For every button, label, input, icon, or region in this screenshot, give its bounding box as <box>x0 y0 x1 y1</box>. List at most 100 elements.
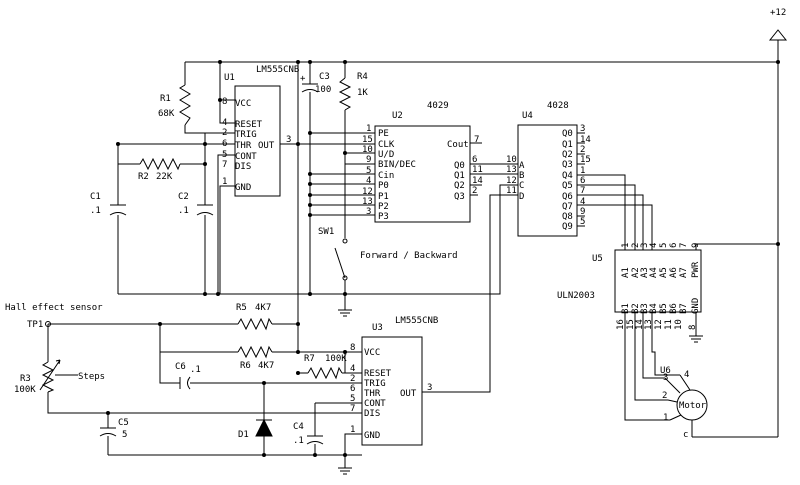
u1-pin-num: 5 <box>222 150 227 160</box>
u5-pin-name: B2 <box>631 303 641 314</box>
u5-pin-num: 4 <box>649 243 659 248</box>
u5-pin-name: A6 <box>669 267 679 278</box>
u4-pin-name: D <box>519 192 524 202</box>
junction <box>343 151 347 155</box>
u2-pin-num: 1 <box>366 124 371 134</box>
junction <box>308 203 312 207</box>
ground-symbols <box>338 309 703 475</box>
u2-pin-name: CLK <box>378 140 395 150</box>
r5-value: 4K7 <box>255 303 271 313</box>
u5-pin-num: 9 <box>691 243 701 248</box>
c4-value: .1 <box>293 436 304 446</box>
junction <box>296 142 300 146</box>
c2-value: .1 <box>178 206 189 216</box>
r6-ref: R6 <box>240 361 251 371</box>
u1-pin-num: 4 <box>222 118 227 128</box>
u4-pin-num: 6 <box>580 176 585 186</box>
u5-pin-name: A4 <box>649 267 659 278</box>
u3-pin-name: CONT <box>364 399 386 409</box>
u5-pin-num: 16 <box>616 319 626 330</box>
u5-pin-num: 11 <box>664 319 674 330</box>
wire-u4-unused <box>577 132 585 227</box>
u4-pin-name: Q8 <box>562 212 573 222</box>
u5-pin-name: B1 <box>621 303 631 314</box>
c3-ref: C3 <box>319 72 330 82</box>
u2-pin-num: 14 <box>472 176 483 186</box>
junction <box>343 60 347 64</box>
u5-pin-name: GND <box>691 298 701 314</box>
c1-ref: C1 <box>90 192 101 202</box>
resistor-r2: R2 22K <box>138 157 181 182</box>
u4-pin-num: 12 <box>506 176 517 186</box>
junction <box>296 371 300 375</box>
polarity-plus: + <box>300 74 306 84</box>
r7-ref: R7 <box>304 354 315 364</box>
junction <box>308 172 312 176</box>
resistor-r5: R5 4K7 <box>236 303 273 331</box>
junction <box>343 350 347 354</box>
wire-u5-pwr <box>695 243 778 250</box>
u5-pin-num: 13 <box>644 319 654 330</box>
u2-pin-name: P2 <box>378 202 389 212</box>
c4-ref: C4 <box>293 422 304 432</box>
u5-pin-name: A7 <box>679 267 689 278</box>
ic-u2: U2 4029 PE 1 CLK 15 U/D 10 BIN/DEC 9 Cin… <box>362 101 483 223</box>
u1-ref: U1 <box>224 73 235 83</box>
motor-pin: 2 <box>662 391 667 401</box>
u4-pin-num: 15 <box>580 155 591 165</box>
u3-pin-num: 8 <box>350 343 355 353</box>
junction <box>343 292 347 296</box>
resistor-r6: R6 4K7 <box>237 345 274 371</box>
c1-value: .1 <box>90 206 101 216</box>
u5-bottom-pins: B1 16 B2 15 B3 14 B4 13 B5 12 B6 11 B7 1… <box>616 298 701 330</box>
r1-value: 68K <box>158 109 175 119</box>
c5-ref: C5 <box>118 418 129 428</box>
wire-r2 <box>118 133 235 165</box>
u2-pin-num: 9 <box>366 155 371 165</box>
u4-pin-num: 13 <box>506 165 517 175</box>
junction <box>296 322 300 326</box>
capacitor-c3: + C3 100 <box>300 72 331 95</box>
u4-pin-name: B <box>519 171 524 181</box>
motor-pin: 3 <box>663 373 668 383</box>
u2-pin-name: P0 <box>378 181 389 191</box>
motor-pin: 1 <box>663 413 668 423</box>
u1-pin-num: 8 <box>222 97 227 107</box>
u5-pin-num: 8 <box>688 325 698 330</box>
u2-pin-num: 3 <box>366 207 371 217</box>
u4-pin-name: A <box>519 161 525 171</box>
u5-pin-num: 15 <box>626 319 636 330</box>
junction <box>116 142 120 146</box>
u2-pin-name: Cout <box>447 140 469 150</box>
u4-pin-name: Q3 <box>562 160 573 170</box>
ground-icon <box>689 335 703 343</box>
u1-pin-name: CONT <box>235 152 257 162</box>
junction <box>218 60 222 64</box>
motor-name: Motor <box>679 401 707 411</box>
u1-pin-num: 2 <box>222 128 227 138</box>
c2-ref: C2 <box>178 192 189 202</box>
r5-ref: R5 <box>236 303 247 313</box>
u4-pin-name: C <box>519 181 524 191</box>
u4-pin-num: 1 <box>580 166 585 176</box>
u1-pin-name: GND <box>235 183 251 193</box>
u2-pin-name: Q1 <box>454 171 465 181</box>
ic-u5: U5 ULN2003 A1 1 A2 2 A3 3 A4 4 A5 5 A6 6… <box>557 243 702 330</box>
junction <box>308 213 312 217</box>
u4-pin-num: 9 <box>580 207 585 217</box>
ground-icon <box>338 467 352 475</box>
junction <box>313 453 317 457</box>
u1-part: LM555CNB <box>256 65 299 75</box>
potentiometer-r3: R3 100K Steps <box>14 359 105 395</box>
wires <box>47 40 779 468</box>
u5-pin-num: 3 <box>640 243 650 248</box>
u2-pin-num: 7 <box>474 135 479 145</box>
u3-pin-name: VCC <box>364 348 380 358</box>
junction <box>106 411 110 415</box>
capacitor-c1: C1 .1 <box>90 192 127 216</box>
switch-sw1[interactable]: SW1 Forward / Backward <box>318 227 458 281</box>
junction <box>776 60 780 64</box>
u3-pin-num: 6 <box>350 384 355 394</box>
